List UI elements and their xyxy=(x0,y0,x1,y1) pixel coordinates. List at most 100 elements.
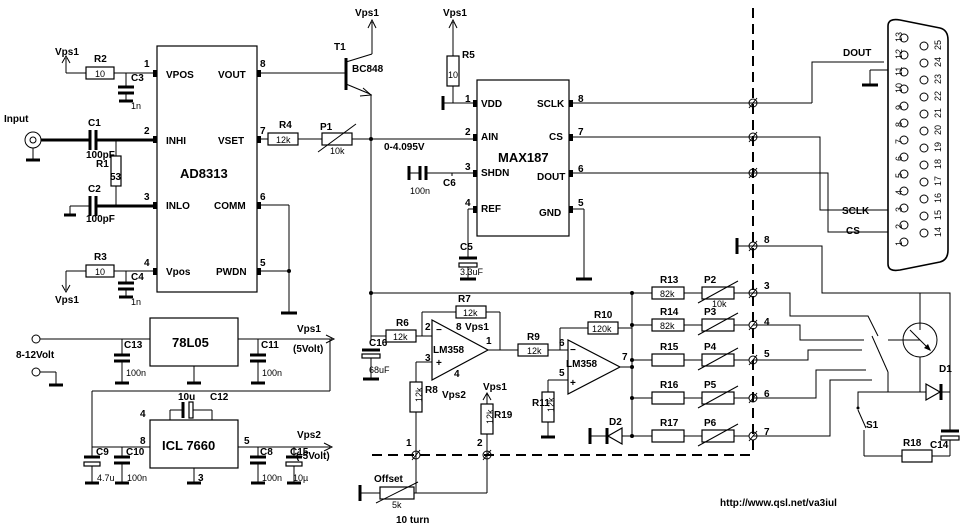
svg-text:100pF: 100pF xyxy=(86,150,115,161)
svg-text:2: 2 xyxy=(477,438,483,449)
svg-text:R19: R19 xyxy=(494,410,513,421)
svg-text:2: 2 xyxy=(465,127,471,138)
terminal-node xyxy=(748,98,758,108)
svg-text:CS: CS xyxy=(549,132,563,143)
svg-text:10: 10 xyxy=(95,267,105,277)
svg-text:120k: 120k xyxy=(592,324,612,334)
trimmer-arrow xyxy=(697,280,739,304)
svg-text:VPOS: VPOS xyxy=(166,70,194,81)
vpos-filter-bottom: Vps1 R3 10 C4 1n xyxy=(55,252,153,307)
svg-text:1n: 1n xyxy=(131,101,141,111)
connector-pin xyxy=(899,33,909,43)
resistor-label: R16 xyxy=(660,380,679,391)
inverter-icl7660: ICL 7660 4 8 3 5 10u C12 C9 4.7u C10 100… xyxy=(83,339,334,485)
svg-text:C13: C13 xyxy=(124,340,143,351)
svg-text:8: 8 xyxy=(260,59,266,70)
svg-text:Vps1: Vps1 xyxy=(55,295,79,306)
svg-text:−: − xyxy=(570,345,576,356)
svg-text:R18: R18 xyxy=(903,438,922,449)
svg-text:12k: 12k xyxy=(463,308,478,318)
svg-text:10: 10 xyxy=(95,69,105,79)
connector-pin-label: 13 xyxy=(894,32,904,42)
svg-text:Input: Input xyxy=(4,114,29,125)
svg-text:6: 6 xyxy=(578,164,584,175)
trimmer-arrow xyxy=(697,312,739,336)
svg-text:DOUT: DOUT xyxy=(537,172,565,183)
connector-pin-label: 19 xyxy=(933,142,943,152)
svg-text:DOUT: DOUT xyxy=(843,48,871,59)
vpos-filter-top: Vps1 R2 10 C3 1n xyxy=(55,47,153,111)
terminal-slash xyxy=(748,167,758,179)
svg-text:10µ: 10µ xyxy=(293,473,308,483)
svg-text:12k: 12k xyxy=(393,332,408,342)
connector-pin-label: 8 xyxy=(894,122,904,127)
svg-text:Vps1: Vps1 xyxy=(443,8,467,19)
connector-pin xyxy=(899,169,909,179)
svg-text:C9: C9 xyxy=(96,447,109,458)
trimmer-p3 xyxy=(701,318,735,332)
trimmer-label: P6 xyxy=(704,418,717,429)
connector-pin-label: 21 xyxy=(933,108,943,118)
svg-text:1: 1 xyxy=(465,94,471,105)
svg-text:C16: C16 xyxy=(369,338,388,349)
svg-text:R1: R1 xyxy=(96,159,109,170)
connector-pin xyxy=(919,211,929,221)
svg-text:1: 1 xyxy=(144,59,150,70)
opamp-2: R9 12k LM358 − + 6 5 7 R10 120k R11 12k … xyxy=(517,310,634,446)
svg-text:3: 3 xyxy=(425,353,431,364)
junction xyxy=(630,358,634,362)
trimmer-p6 xyxy=(701,429,735,443)
trimmer-label: P4 xyxy=(704,342,717,353)
svg-text:+: + xyxy=(570,378,576,389)
max187-supply: Vps1 R5 10 C6 100n C5 3.3uF xyxy=(407,8,592,281)
svg-text:6: 6 xyxy=(260,192,266,203)
digital-bus: DOUT SCLK CS xyxy=(573,48,906,237)
svg-text:C8: C8 xyxy=(260,447,273,458)
connector-pin-label: 18 xyxy=(933,159,943,169)
svg-text:12k: 12k xyxy=(414,387,424,402)
svg-text:100n: 100n xyxy=(126,368,146,378)
connector-pin-label: 15 xyxy=(933,210,943,220)
junction xyxy=(630,396,634,400)
svg-text:2: 2 xyxy=(144,126,150,137)
trimmer-p4 xyxy=(701,353,735,367)
rf-input: Input C1 100pF R1 53 C2 100pF xyxy=(4,114,153,225)
connector-pin-label: 2 xyxy=(894,224,904,229)
svg-text:S1: S1 xyxy=(866,420,879,431)
svg-text:(-5Volt): (-5Volt) xyxy=(296,451,330,462)
svg-text:Vps1: Vps1 xyxy=(55,47,79,58)
svg-text:Offset: Offset xyxy=(374,474,404,485)
trimmer-p5 xyxy=(701,391,735,405)
svg-text:LM358: LM358 xyxy=(433,345,465,356)
svg-text:(5Volt): (5Volt) xyxy=(293,344,323,355)
svg-text:1: 1 xyxy=(486,336,492,347)
connector-pin xyxy=(899,118,909,128)
connector-pin-label: 23 xyxy=(933,74,943,84)
svg-text:10: 10 xyxy=(448,70,458,80)
connector-pin-label: 10 xyxy=(894,83,904,93)
svg-text:5: 5 xyxy=(764,349,770,360)
svg-text:R4: R4 xyxy=(279,120,292,131)
ad8313-chip: AD8313 VPOS INHI INLO Vpos VOUT VSET COM… xyxy=(144,45,266,293)
svg-text:Vps2: Vps2 xyxy=(442,390,466,401)
svg-text:3: 3 xyxy=(764,281,770,292)
svg-text:7: 7 xyxy=(764,427,770,438)
svg-text:7: 7 xyxy=(260,126,266,137)
svg-text:4: 4 xyxy=(465,198,471,209)
svg-text:R6: R6 xyxy=(396,318,409,329)
svg-text:SCLK: SCLK xyxy=(842,206,870,217)
opamp-1: LM358 − + 2 8 3 4 1 Vps1 Vps2 R6 12k R7 … xyxy=(358,291,753,526)
svg-text:CS: CS xyxy=(846,226,860,237)
svg-text:ICL 7660: ICL 7660 xyxy=(162,438,215,453)
svg-text:100n: 100n xyxy=(262,473,282,483)
svg-text:7: 7 xyxy=(578,127,584,138)
connector-pin xyxy=(899,50,909,60)
svg-text:AD8313: AD8313 xyxy=(180,166,228,181)
resistor-label: R13 xyxy=(660,275,679,286)
svg-text:3: 3 xyxy=(144,192,150,203)
svg-text:8: 8 xyxy=(456,322,462,333)
svg-text:8: 8 xyxy=(140,436,146,447)
trimmer-arrow xyxy=(697,347,739,371)
